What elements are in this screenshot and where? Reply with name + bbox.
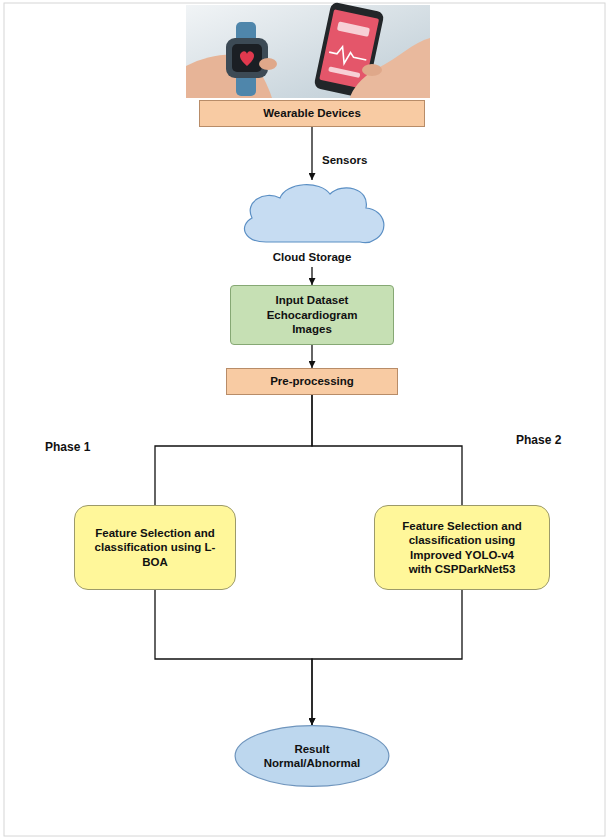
connector	[155, 395, 312, 505]
process-box: Pre-processing	[226, 368, 398, 395]
node-text: Result Normal/Abnormal	[260, 742, 364, 771]
connector	[311, 127, 312, 180]
node-text: Cloud Storage	[273, 250, 352, 264]
finger	[362, 64, 382, 76]
photo-ground	[186, 5, 430, 98]
node-text: Pre-processing	[270, 374, 354, 388]
ellipse-outline	[234, 725, 390, 787]
node-text: Feature Selection and classification usi…	[399, 519, 525, 577]
screen-bar	[328, 66, 360, 78]
ellipse-shape	[235, 726, 389, 787]
screen-bar	[337, 21, 370, 36]
connector	[311, 267, 312, 285]
connector	[155, 590, 312, 725]
connector	[311, 345, 312, 368]
connector	[312, 590, 462, 725]
watch-screen	[232, 44, 262, 72]
phase-label: Phase 1	[45, 440, 90, 454]
connector	[312, 395, 462, 505]
pulse-line	[327, 44, 367, 68]
outer-frame	[4, 3, 605, 836]
dataset-box: Input Dataset Echocardiogram Images	[230, 285, 394, 345]
device-box: Wearable Devices	[199, 100, 425, 127]
phase-box: Feature Selection and classification usi…	[374, 505, 550, 590]
cloud-shape	[244, 185, 383, 243]
phase-box: Feature Selection and classification usi…	[74, 505, 236, 590]
watch-case	[226, 38, 268, 78]
heart-icon	[240, 51, 254, 66]
node-text: Input Dataset Echocardiogram Images	[258, 293, 366, 336]
result-ellipse: Result Normal/Abnormal	[234, 725, 390, 787]
thumb	[259, 58, 277, 70]
phase-label: Phase 2	[516, 433, 561, 447]
cloud-node: Cloud Storage	[232, 180, 392, 267]
edge-label: Sensors	[320, 154, 369, 166]
node-text: Wearable Devices	[263, 106, 361, 120]
wearable-photo	[186, 2, 430, 99]
node-text: Feature Selection and classification usi…	[92, 526, 218, 569]
right-hand	[350, 38, 430, 98]
cloud-outline	[232, 180, 392, 246]
